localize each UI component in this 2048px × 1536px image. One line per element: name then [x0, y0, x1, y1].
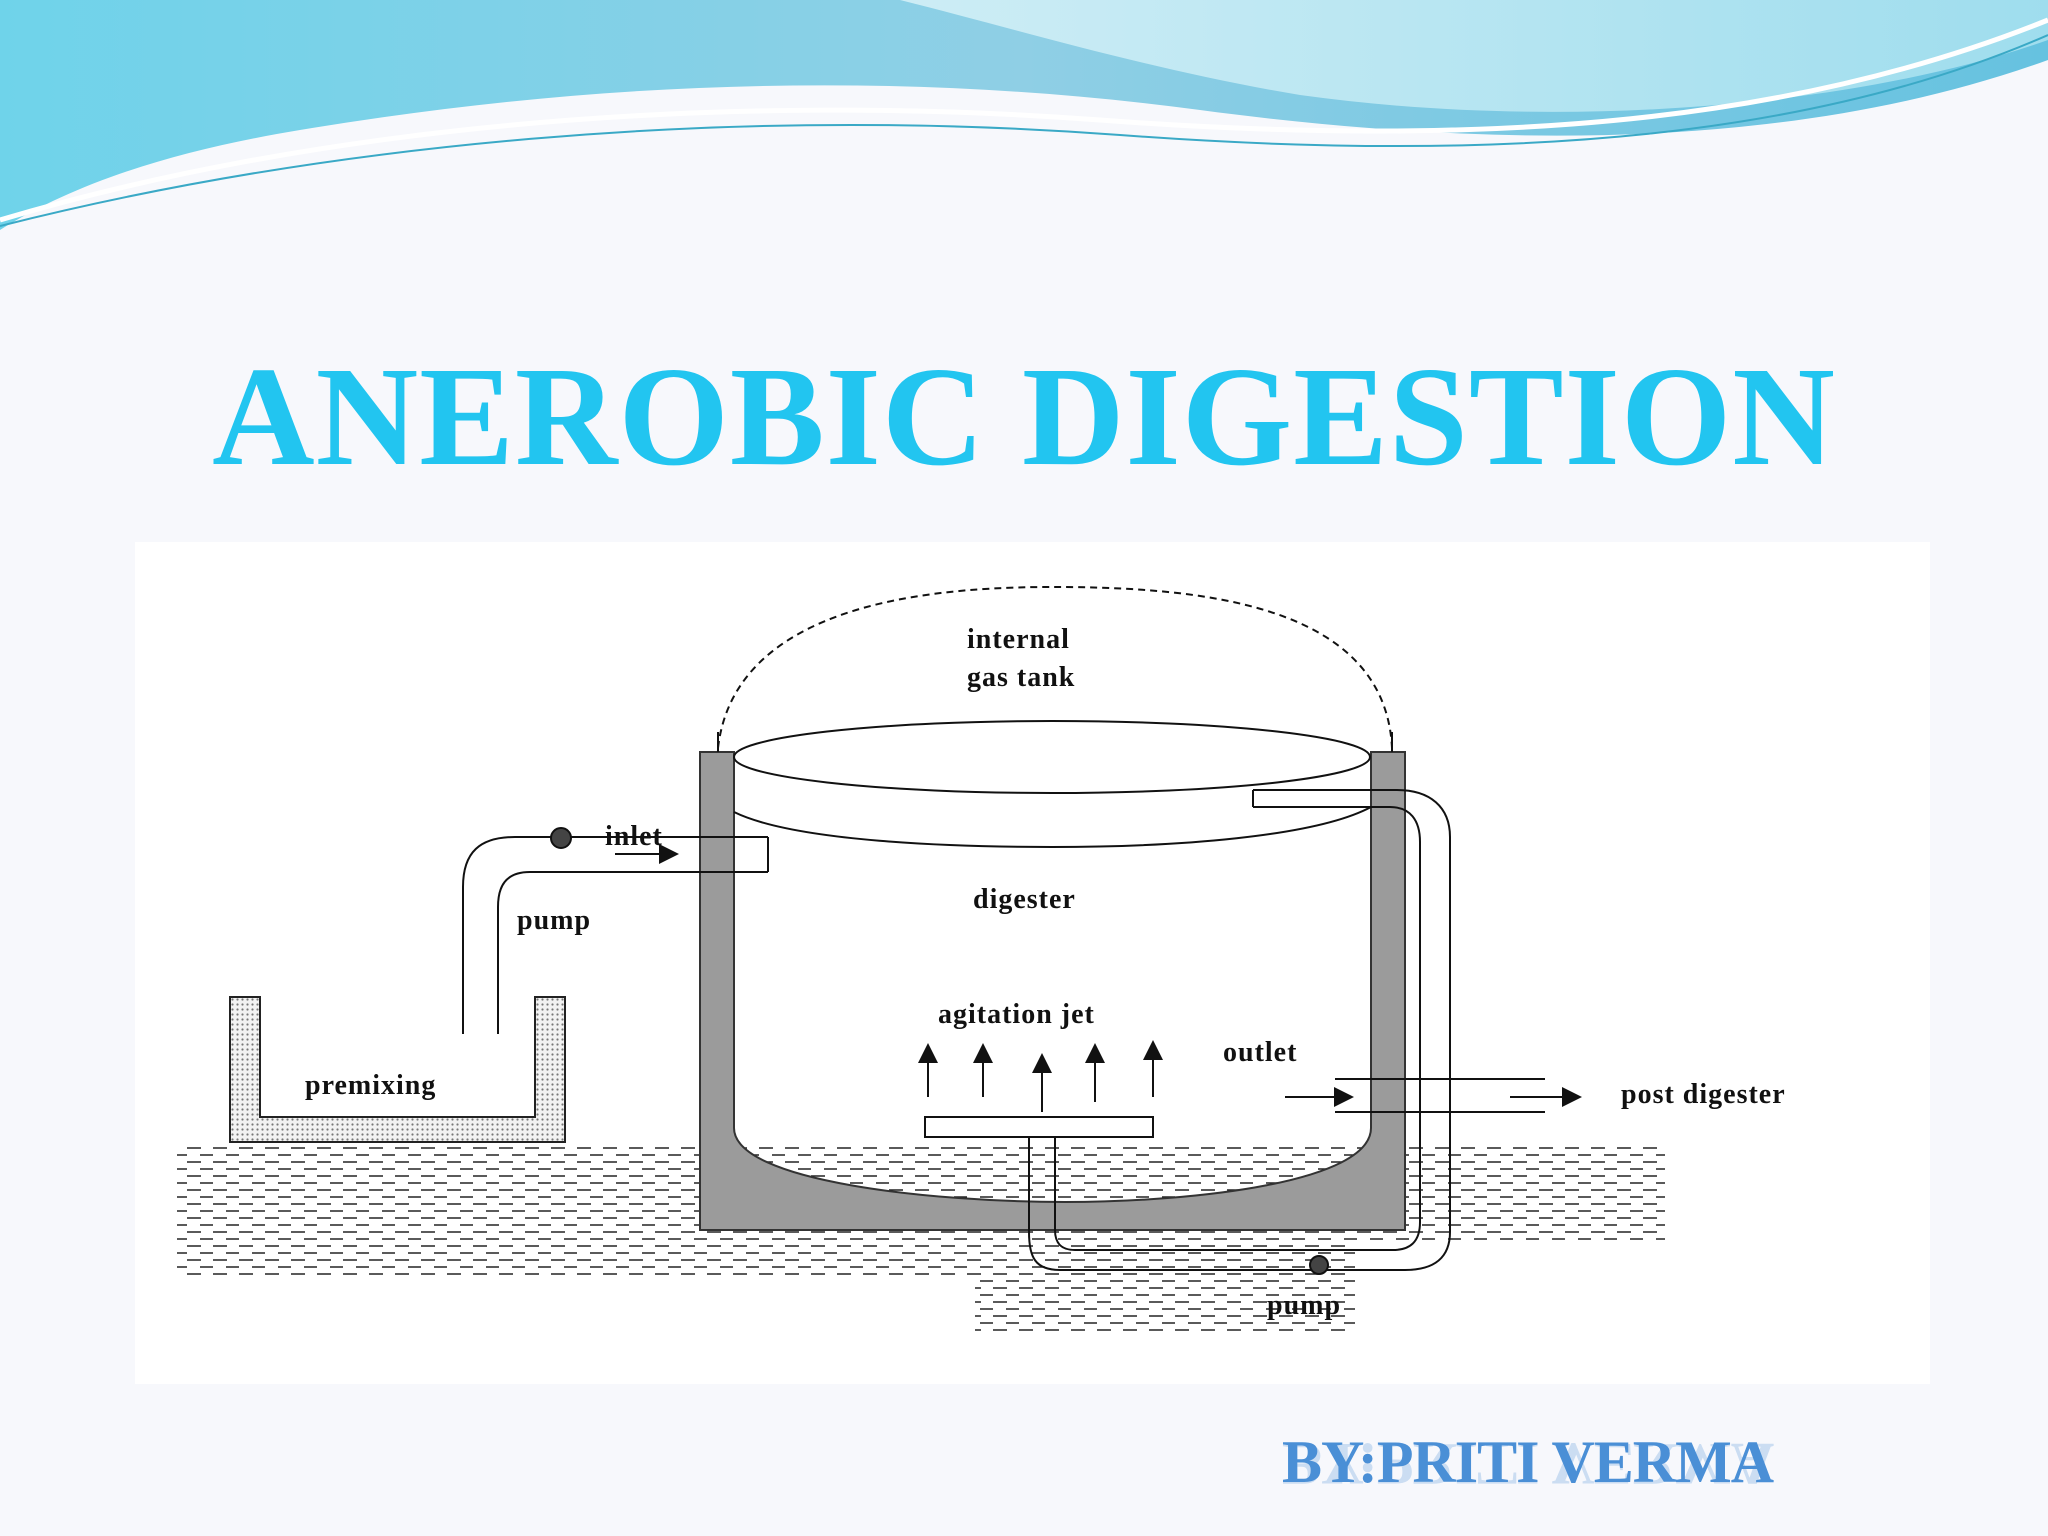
label-premixing: premixing [305, 1070, 436, 1101]
author-credit-reflection: BY:PRITI VERMA [1282, 1431, 1774, 1497]
decorative-wave [0, 0, 2048, 230]
anaerobic-digestion-diagram: internal gas tank inlet pump digester ag… [135, 542, 1930, 1384]
outlet-pipe [1285, 1078, 1582, 1113]
label-inlet: inlet [605, 821, 663, 852]
label-pump-bottom: pump [1267, 1290, 1341, 1321]
ground-soil [177, 1142, 1665, 1332]
inlet-pump-icon [550, 827, 572, 849]
label-pump-inlet: pump [517, 905, 591, 936]
label-digester: digester [973, 884, 1076, 915]
diagram-canvas: internal gas tank inlet pump digester ag… [177, 585, 1786, 1332]
label-agitation-jet: agitation jet [938, 999, 1095, 1030]
inlet-pipe [462, 836, 769, 1034]
bottom-pump-icon [1309, 1255, 1329, 1275]
slide-title: ANEROBIC DIGESTION [212, 337, 1836, 495]
label-outlet: outlet [1223, 1037, 1297, 1068]
agitation-jet [918, 1040, 1163, 1138]
author-credit: BY:PRITI VERMA [1282, 1429, 1774, 1495]
label-post-digester: post digester [1621, 1079, 1786, 1110]
recirculation-pipe [1028, 789, 1451, 1271]
label-gas-tank: gas tank [967, 662, 1075, 693]
label-internal: internal [967, 624, 1070, 655]
premixing-tank [229, 996, 566, 1143]
digester-tank [699, 585, 1406, 1231]
